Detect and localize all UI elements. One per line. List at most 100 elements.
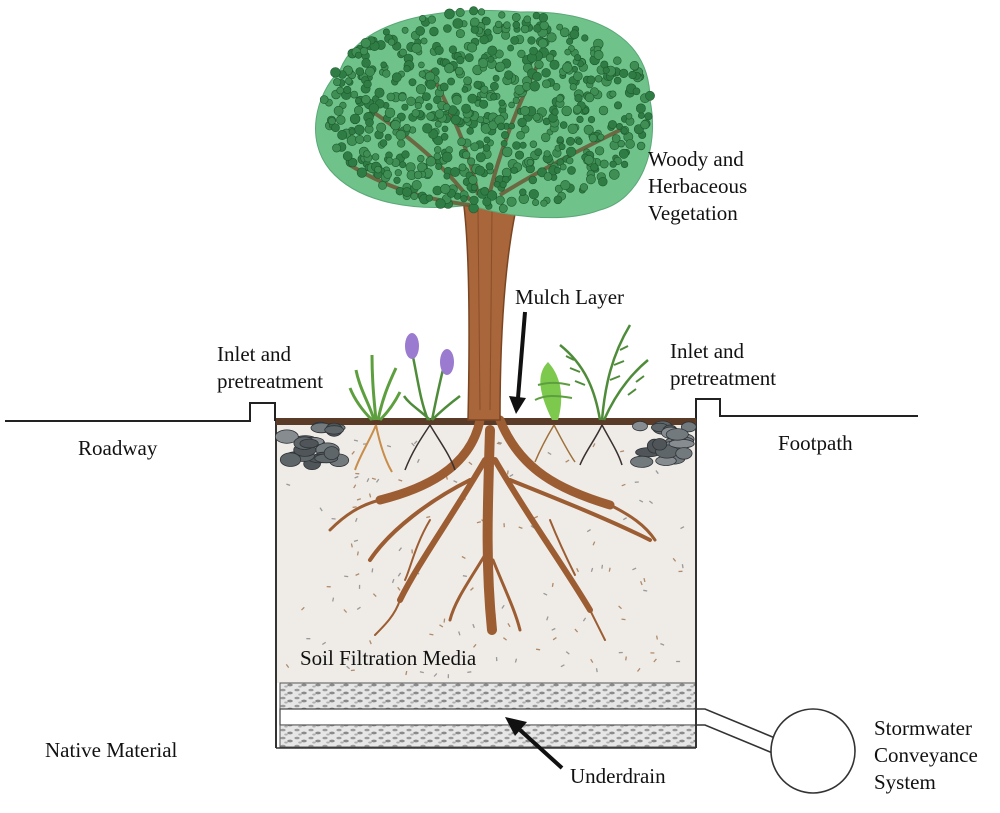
leaf-dot	[567, 157, 574, 164]
leaf-dot	[562, 63, 572, 73]
leaf-dot	[448, 78, 455, 85]
leaf-dot	[443, 104, 450, 111]
leaf-dot	[546, 54, 554, 62]
leaf-dot	[412, 109, 420, 117]
leaf-dot	[478, 9, 485, 16]
leaf-dot	[479, 59, 488, 68]
soil-speck	[626, 657, 627, 661]
leaf-dot	[366, 119, 374, 127]
leaf-dot	[392, 73, 401, 82]
leaf-dot	[520, 142, 526, 148]
leaf-dot	[535, 60, 544, 69]
leaf-dot	[621, 161, 628, 168]
inlet-right-label-line-1: Inlet and	[670, 338, 776, 365]
leaf-dot	[519, 189, 526, 196]
leaf-dot	[422, 93, 430, 101]
leaf-dot	[509, 102, 515, 108]
vegetation-label-line-2: Herbaceous	[648, 173, 747, 200]
rock	[666, 429, 688, 441]
leaf-dot	[471, 184, 477, 190]
leaf-dot	[436, 199, 446, 209]
leaf-dot	[547, 33, 556, 42]
leaf-dot	[477, 117, 483, 123]
leaf-dot	[560, 122, 567, 129]
leaf-dot	[577, 116, 584, 123]
leaf-dot	[345, 78, 352, 85]
leaf-dot	[557, 137, 563, 143]
leaf-dot	[426, 195, 433, 202]
leaf-dot	[399, 49, 406, 56]
leaf-dot	[453, 19, 463, 29]
inlet-left-label-line-2: pretreatment	[217, 368, 323, 395]
leaf-dot	[468, 94, 477, 103]
leaf-dot	[423, 124, 433, 134]
leaf-dot	[484, 137, 490, 143]
leaf-dot	[344, 86, 351, 93]
leaf-dot	[356, 68, 364, 76]
leaf-dot	[386, 158, 393, 165]
soil-speck	[333, 598, 334, 602]
leaf-dot	[600, 160, 608, 168]
leaf-dot	[355, 98, 361, 104]
leaf-dot	[396, 130, 406, 140]
leaf-dot	[483, 198, 491, 206]
rock	[325, 426, 344, 434]
leaf-dot	[381, 62, 387, 68]
leaf-dot	[499, 12, 506, 19]
soil-speck	[597, 668, 598, 672]
leaf-dot	[540, 21, 549, 30]
leaf-dot	[541, 133, 550, 142]
soil-speck	[344, 576, 348, 577]
leaf-dot	[496, 196, 505, 205]
leaf-dot	[416, 84, 426, 94]
leaf-dot	[402, 104, 408, 110]
leaf-dot	[584, 155, 593, 164]
leaf-dot	[614, 102, 621, 109]
leaf-dot	[570, 84, 577, 91]
leaf-dot	[481, 86, 488, 93]
rock	[631, 456, 653, 467]
leaf-dot	[557, 24, 563, 30]
leaf-dot	[566, 38, 572, 44]
leaf-dot	[336, 116, 345, 125]
leaf-dot	[435, 110, 444, 119]
rock	[280, 453, 300, 467]
soil-speck	[643, 590, 647, 591]
soil-filtration-label: Soil Filtration Media	[300, 645, 476, 672]
leaf-dot	[585, 93, 594, 102]
leaf-dot	[362, 95, 371, 104]
leaf-dot	[504, 22, 511, 29]
leaf-dot	[636, 104, 645, 113]
leaf-dot	[603, 67, 609, 73]
leaf-dot	[435, 121, 441, 127]
leaf-dot	[610, 91, 616, 97]
leaf-dot	[481, 187, 489, 195]
soil-speck	[426, 517, 430, 518]
leaf-dot	[426, 80, 435, 89]
leaf-dot	[614, 77, 621, 84]
leaf-dot	[385, 108, 395, 118]
leaf-dot	[530, 47, 538, 55]
leaf-dot	[383, 70, 391, 78]
leaf-dot	[354, 106, 363, 115]
leaf-dot	[542, 80, 550, 88]
tree-canopy	[316, 7, 655, 218]
leaf-dot	[621, 128, 627, 134]
leaf-dot	[488, 46, 497, 55]
leaf-dot	[521, 25, 529, 33]
rock	[300, 439, 318, 448]
leaf-dot	[552, 109, 559, 116]
rock	[324, 447, 339, 460]
vegetation-label: Woody and Herbaceous Vegetation	[648, 146, 747, 227]
leaf-dot	[598, 177, 607, 186]
leaf-dot	[619, 149, 628, 158]
leaf-dot	[554, 167, 560, 173]
leaf-dot	[356, 135, 364, 143]
leaf-dot	[629, 71, 637, 79]
leaf-dot	[407, 97, 416, 106]
leaf-dot	[482, 17, 490, 25]
leaf-dot	[476, 153, 485, 162]
leaf-dot	[530, 141, 537, 148]
leaf-dot	[428, 16, 436, 24]
leaf-dot	[434, 146, 441, 153]
